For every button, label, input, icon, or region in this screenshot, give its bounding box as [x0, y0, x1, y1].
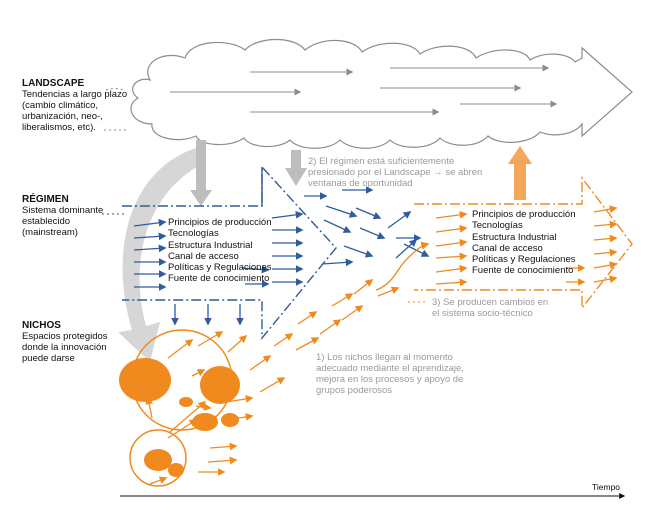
nichos-line: puede darse [22, 353, 75, 364]
note-2-line: 2) El régimen está suficientemente [308, 156, 455, 167]
regime-orange-item: Tecnologías [472, 220, 523, 232]
note-1-line: adecuado mediante el aprendizaje, [316, 363, 464, 374]
regimen-line: (mainstream) [22, 227, 78, 238]
landscape-heading: LANDSCAPE [22, 78, 85, 89]
regime-blue-item: Tecnologías [168, 228, 219, 240]
landscape-leader [104, 88, 126, 131]
note-1: 1) Los nichos llegan al momento adecuado… [316, 352, 464, 396]
regime-blue-inner-arrows [133, 210, 304, 326]
regime-blue-item: Principios de producción [168, 217, 272, 228]
nichos-line: Espacios protegidos [22, 331, 108, 342]
nichos-line: donde la innovación [22, 342, 107, 353]
note-1-line: mejora en los procesos y apoyo de [316, 374, 464, 385]
regime-orange-item: Estructura Industrial [472, 231, 557, 243]
landscape-label: LANDSCAPE Tendencias a largo plazo (camb… [22, 78, 127, 133]
note-1-line: grupos poderosos [316, 385, 393, 396]
regime-transition-arrows [304, 186, 430, 267]
regime-blue-list: Principios de producción Tecnologías Est… [168, 217, 272, 285]
regime-blue-item: Políticas y Regulaciones [168, 262, 272, 274]
nichos-heading: NICHOS [22, 320, 61, 331]
regime-orange-arrow [414, 175, 633, 311]
landscape-to-niches-arrow [118, 148, 206, 362]
note-3-line: 3) Se producen cambios en [432, 297, 549, 308]
regime-blue-arrow [122, 165, 337, 340]
regime-blue-item: Fuente de conocimiento [168, 273, 270, 285]
niche-blobs [119, 358, 240, 477]
regime-orange-item: Políticas y Regulaciones [472, 254, 576, 266]
regimen-label: RÉGIMEN Sistema dominante establecido (m… [22, 194, 103, 238]
regime-orange-item: Fuente de conocimiento [472, 265, 574, 277]
landscape-cloud [130, 39, 633, 149]
regime-blue-item: Estructura Industrial [168, 239, 253, 251]
landscape-line: liberalismos, etc). [22, 122, 96, 133]
nichos-label: NICHOS Espacios protegidos donde la inno… [22, 320, 108, 364]
regime-change-up-arrow [508, 146, 532, 200]
landscape-pressure-arrows [190, 140, 307, 206]
regime-orange-item: Principios de producción [472, 209, 576, 220]
note-2-line: ventanas de oportunidad [308, 178, 413, 189]
niche-breakthrough-curve [375, 241, 430, 291]
landscape-line: Tendencias a largo plazo [22, 89, 128, 100]
regime-blue-item: Canal de acceso [168, 250, 239, 262]
note-2-line: presionado por el Landscape → se abren [308, 167, 483, 178]
landscape-line: urbanización, neo-, [22, 111, 103, 122]
regimen-line: establecido [22, 216, 71, 227]
regime-orange-list: Principios de producción Tecnologías Est… [472, 209, 576, 277]
niche-arrows [145, 279, 400, 485]
note-1-line: 1) Los nichos llegan al momento [316, 352, 453, 363]
note-3-line: el sistema socio-técnico [432, 308, 533, 319]
time-axis-label: Tiempo [592, 482, 621, 492]
note-2: 2) El régimen está suficientemente presi… [308, 156, 482, 189]
regimen-line: Sistema dominante [22, 205, 104, 216]
regime-orange-inner-arrows [435, 205, 618, 287]
regime-orange-item: Canal de acceso [472, 242, 543, 254]
note-3: 3) Se producen cambios en el sistema soc… [432, 297, 548, 319]
landscape-line: (cambio climático, [22, 100, 99, 111]
regimen-heading: RÉGIMEN [22, 194, 69, 205]
